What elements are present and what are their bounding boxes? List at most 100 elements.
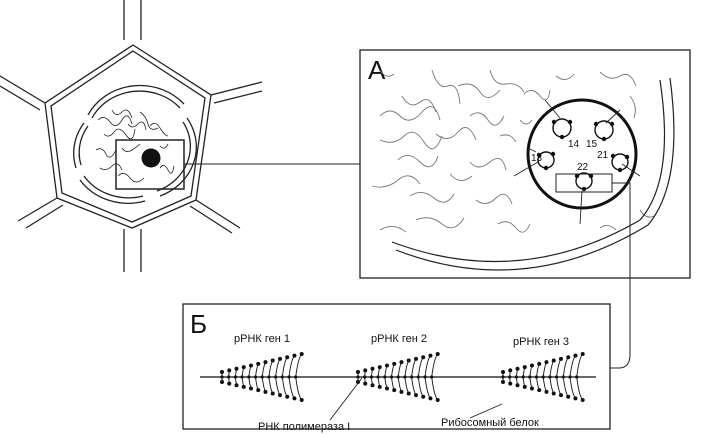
ribosomal-protein-dot — [580, 398, 585, 402]
envelope-arcs — [391, 77, 675, 271]
rna-polymerase-dot — [501, 375, 505, 379]
ribosomal-protein-dot — [537, 388, 542, 393]
ribosomal-protein-dot — [544, 360, 549, 365]
ribosomal-protein-dot — [248, 386, 253, 391]
nucleolus-dot — [141, 148, 161, 168]
rna-polymerase-dot — [568, 375, 572, 379]
polymerase-pointer — [329, 377, 363, 421]
ribosomal-protein-dot — [277, 393, 282, 398]
ribosomal-protein-dot — [428, 396, 433, 401]
gene-label-3: рРНК ген 3 — [513, 336, 569, 348]
rna-polymerase-dot — [528, 375, 532, 379]
polymerase-label: РНК полимераза I — [258, 421, 350, 433]
ribosomal-protein-dot — [234, 383, 239, 388]
ribosomal-protein-dot — [573, 396, 578, 401]
chromosome-number-21: 21 — [597, 150, 609, 161]
ribosomal-protein-dot — [508, 368, 513, 373]
ribosomal-protein-dot — [256, 361, 261, 366]
ribosomal-protein-dot — [392, 388, 397, 393]
ribosomal-protein-dot — [270, 358, 275, 363]
connector-to-panel-b — [610, 182, 631, 369]
cell-wall-inner — [50, 50, 206, 223]
rna-polymerase-dot — [220, 375, 224, 379]
rna-polymerase-dot — [403, 375, 407, 379]
ribosomal-protein-dot — [234, 366, 239, 371]
neighbor-cell-walls — [0, 0, 263, 272]
rna-polymerase-dot — [280, 375, 284, 379]
panel-a-label: А — [368, 55, 386, 85]
ribosomal-protein-label: Рибосомный белок — [441, 417, 539, 429]
ribosomal-protein-dot — [248, 363, 253, 368]
transcription-units — [220, 352, 585, 402]
rna-polymerase-dot — [369, 375, 373, 379]
ribosomal-protein-dot — [370, 383, 375, 388]
ribosomal-protein-dot — [529, 363, 534, 368]
nuclear-envelope-inner — [78, 90, 192, 199]
ribosomal-protein-dot — [227, 381, 232, 386]
ribosomal-protein-dot — [421, 394, 426, 399]
ribosomal-protein-dot — [515, 383, 520, 388]
panel-b-frame — [182, 303, 611, 430]
ribosomal-protein-dot — [566, 355, 571, 360]
ribosomal-protein-dot — [356, 380, 360, 384]
ribosomal-protein-dot — [363, 368, 368, 373]
ribosomal-protein-dot — [551, 391, 556, 396]
rna-polymerase-dot — [521, 375, 525, 379]
ribosomal-protein-dot — [220, 370, 224, 374]
ribosomal-protein-dot — [270, 391, 275, 396]
panel-a-frame — [359, 49, 691, 279]
rna-polymerase-dot — [508, 375, 512, 379]
ribosomal-protein-dot — [551, 358, 556, 363]
ribosomal-protein-dot — [384, 363, 389, 368]
ribosomal-protein-dot — [580, 352, 585, 356]
rna-polymerase-dot — [575, 375, 579, 379]
rna-polymerase-dot — [383, 375, 387, 379]
ribosomal-protein-dot — [292, 353, 297, 358]
ribosomal-protein-dot — [384, 386, 389, 391]
ribosomal-protein-dot — [292, 396, 297, 401]
ribosomal-protein-dot — [529, 386, 534, 391]
chromosome-number-14: 14 — [568, 139, 580, 150]
rna-polymerase-dot — [240, 375, 244, 379]
rna-polymerase-dot — [287, 375, 291, 379]
rna-polymerase-dot — [430, 375, 434, 379]
chromosome-number-22: 22 — [577, 162, 589, 173]
ribosomal-protein-dot — [428, 353, 433, 358]
panel-b: Б рРНК ген 1 рРНК ген 2 рРНК ген 3 РНК п… — [182, 303, 611, 433]
rna-polymerase-dot — [555, 375, 559, 379]
ribosomal-protein-dot — [501, 380, 505, 384]
panel-b-label: Б — [190, 309, 207, 339]
ribosomal-protein-dot — [399, 389, 404, 394]
rdna-knots — [536, 119, 630, 192]
ribosomal-protein-dot — [421, 355, 426, 360]
rna-polymerase-dot — [363, 375, 367, 379]
ribosomal-protein-dot — [558, 356, 563, 361]
ribosomal-protein-dot — [537, 361, 542, 366]
gene-label-2: рРНК ген 2 — [371, 333, 427, 345]
rna-polymerase-dot — [376, 375, 380, 379]
ribosomal-protein-dot — [263, 389, 268, 394]
ribosomal-protein-dot — [435, 352, 440, 356]
ribosomal-protein-dot — [299, 398, 304, 402]
ribosomal-protein-dot — [508, 381, 513, 386]
rna-polymerase-dot — [389, 375, 394, 379]
ribosomal-protein-dot — [515, 366, 520, 371]
rna-polymerase-dot — [561, 375, 565, 379]
rna-polymerase-dot — [247, 375, 251, 379]
ribosomal-protein-dot — [241, 384, 246, 389]
ribosomal-protein-dot — [392, 361, 397, 366]
ribosomal-protein-dot — [241, 365, 246, 370]
ribosomal-protein-dot — [363, 381, 368, 386]
rna-polymerase-dot — [267, 375, 271, 379]
ribosomal-protein-dot — [263, 360, 268, 365]
rna-polymerase-dot — [356, 375, 360, 379]
rna-polymerase-dot — [260, 375, 264, 379]
ribosomal-protein-dot — [285, 355, 290, 360]
ribosomal-protein-dot — [522, 365, 527, 370]
ribosomal-protein-dot — [413, 393, 418, 398]
chromatin — [95, 109, 175, 183]
rna-polymerase-dot — [410, 375, 414, 379]
ribosomal-protein-dot — [522, 384, 527, 389]
ribosomal-protein-dot — [220, 380, 224, 384]
chromatin-fibers — [371, 69, 655, 233]
